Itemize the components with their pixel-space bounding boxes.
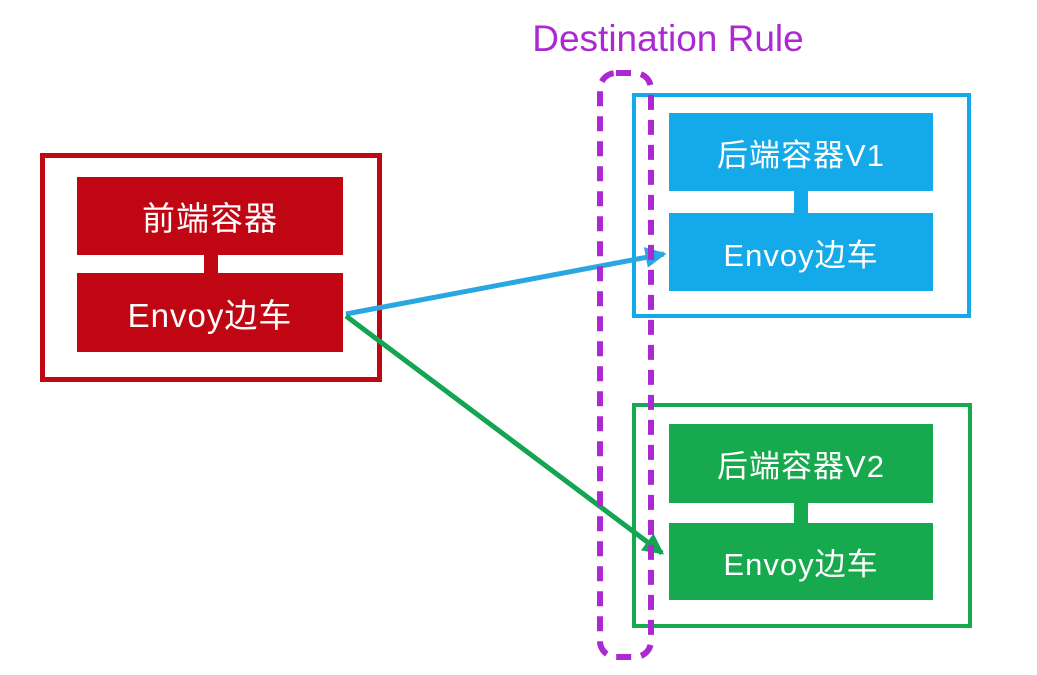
backend-v1-container-label: 后端容器V1	[717, 137, 885, 173]
backend-v2-sidecar-box: Envoy边车	[669, 523, 933, 600]
frontend-sidecar-box: Envoy边车	[77, 273, 343, 352]
backend-v1-connector	[794, 191, 808, 215]
backend-v1-pod-group: 后端容器V1 Envoy边车	[632, 93, 971, 318]
backend-v1-container-box: 后端容器V1	[669, 113, 933, 191]
backend-v2-pod-group: 后端容器V2 Envoy边车	[632, 403, 972, 628]
frontend-container-label: 前端容器	[142, 200, 278, 237]
backend-v2-container-box: 后端容器V2	[669, 424, 933, 503]
frontend-container-box: 前端容器	[77, 177, 343, 255]
backend-v1-sidecar-label: Envoy边车	[723, 237, 879, 273]
frontend-pod-group: 前端容器 Envoy边车	[40, 153, 382, 382]
backend-v2-connector	[794, 503, 808, 525]
frontend-sidecar-label: Envoy边车	[127, 296, 293, 334]
backend-v2-container-label: 后端容器V2	[717, 449, 885, 484]
arrow-frontend-to-backend-v1	[345, 247, 667, 317]
arrow-frontend-to-backend-v2	[344, 314, 665, 555]
frontend-connector	[204, 255, 218, 275]
backend-v1-sidecar-box: Envoy边车	[669, 213, 933, 291]
backend-v2-sidecar-label: Envoy边车	[723, 547, 879, 582]
diagram-title: Destination Rule	[532, 18, 804, 59]
